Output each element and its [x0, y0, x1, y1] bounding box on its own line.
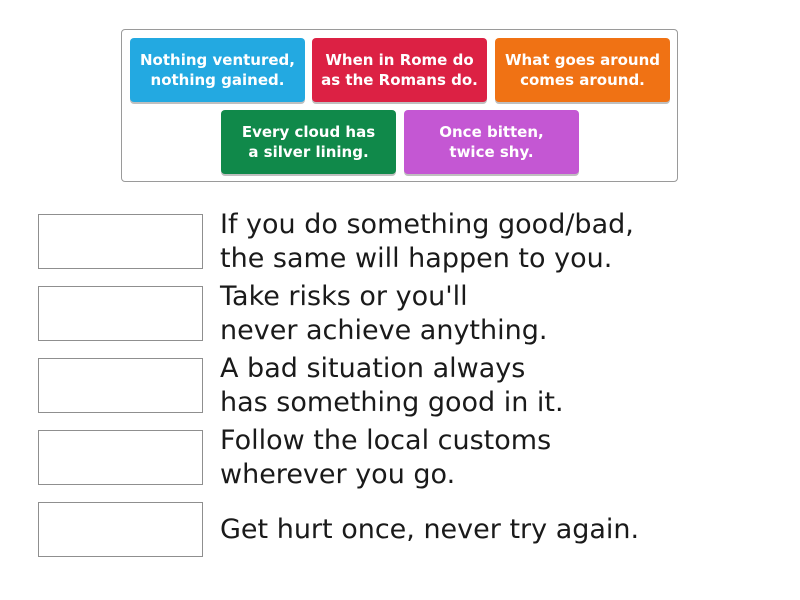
match-row: Follow the local customs wherever you go… — [38, 425, 778, 490]
definition-text: If you do something good/bad, the same w… — [220, 209, 634, 274]
answer-tile-label: Nothing ventured, nothing gained. — [140, 51, 295, 89]
answer-tile[interactable]: Nothing ventured, nothing gained. — [130, 38, 305, 102]
answer-tile-bank: Nothing ventured, nothing gained. When i… — [121, 29, 678, 182]
drop-slot[interactable] — [38, 358, 203, 413]
definition-text: Follow the local customs wherever you go… — [220, 425, 552, 490]
answer-tile-label: Once bitten, twice shy. — [439, 123, 544, 161]
answer-tile[interactable]: When in Rome do as the Romans do. — [312, 38, 487, 102]
drop-slot[interactable] — [38, 502, 203, 557]
answer-tile[interactable]: Once bitten, twice shy. — [404, 110, 579, 174]
drop-slot[interactable] — [38, 286, 203, 341]
match-row: A bad situation always has something goo… — [38, 353, 778, 418]
match-row: Get hurt once, never try again. — [38, 502, 778, 558]
definition-text: Get hurt once, never try again. — [220, 514, 640, 545]
answer-tile-label: What goes around comes around. — [504, 51, 661, 89]
drop-slot[interactable] — [38, 214, 203, 269]
answer-tile-label: Every cloud has a silver lining. — [241, 123, 376, 161]
definition-text: Take risks or you'll never achieve anyth… — [220, 281, 548, 346]
answer-tile[interactable]: Every cloud has a silver lining. — [221, 110, 396, 174]
drop-slot[interactable] — [38, 430, 203, 485]
answer-tile-label: When in Rome do as the Romans do. — [321, 51, 478, 89]
match-row: Take risks or you'll never achieve anyth… — [38, 281, 778, 346]
match-row: If you do something good/bad, the same w… — [38, 209, 778, 274]
definition-text: A bad situation always has something goo… — [220, 353, 564, 418]
answer-tile[interactable]: What goes around comes around. — [495, 38, 670, 102]
